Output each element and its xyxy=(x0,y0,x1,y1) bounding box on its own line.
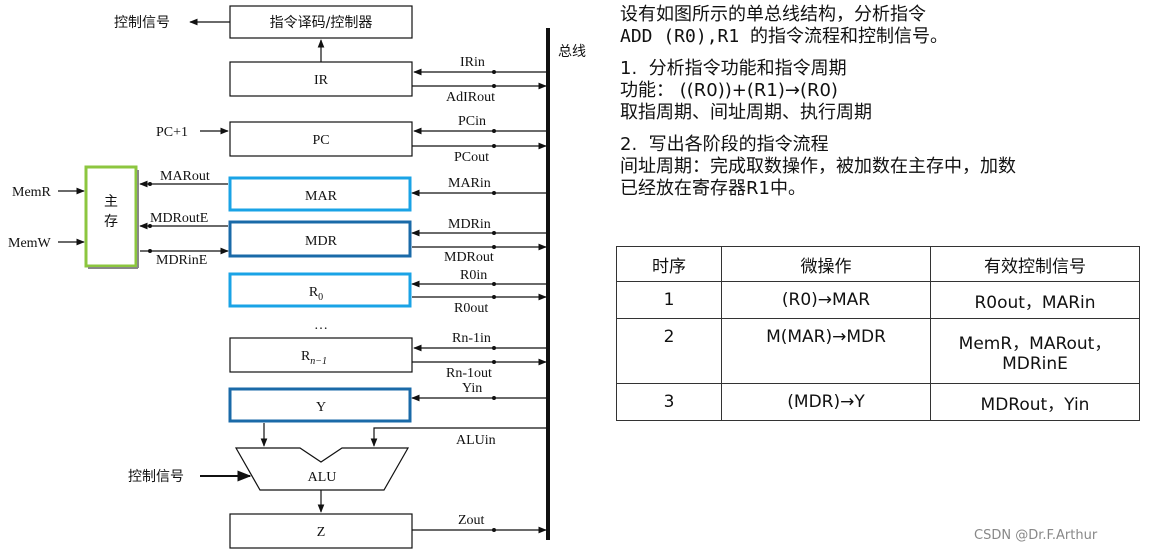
mdr-label: MDR xyxy=(305,234,338,249)
bus-label: 总线 xyxy=(558,44,586,60)
zout-signal: Zout xyxy=(458,513,485,528)
row-op: M(MAR)→MDR xyxy=(721,318,931,384)
row-op: (MDR)→Y xyxy=(721,383,931,421)
memw-signal: MemW xyxy=(8,236,52,251)
section2-heading: 2. 写出各阶段的指令流程 xyxy=(620,134,829,155)
row-seq: 3 xyxy=(616,383,722,421)
row-signals-line1: MemR，MARout， xyxy=(958,333,1112,354)
header-seq: 时序 xyxy=(616,246,722,282)
adirout-signal: AdIRout xyxy=(446,90,495,105)
section2-desc-2: 已经放在寄存器R1中。 xyxy=(620,178,806,199)
section1-heading: 1. 分析指令功能和指令周期 xyxy=(620,58,847,79)
y-label: Y xyxy=(316,400,326,415)
explanation-panel: 设有如图所示的单总线结构，分析指令 ADD (R0),R1 的指令流程和控制信号… xyxy=(620,4,1140,200)
ir-label: IR xyxy=(314,73,329,88)
rn-label: Rn−1 xyxy=(301,349,327,367)
watermark: CSDN @Dr.F.Arthur xyxy=(974,528,1098,543)
section2-desc-1: 间址周期：完成取数操作，被加数在主存中，加数 xyxy=(620,156,1016,177)
table-header-row: 时序 微操作 有效控制信号 xyxy=(616,246,1140,282)
row-signals: R0out，MARin xyxy=(930,281,1140,319)
ellipsis: … xyxy=(314,318,328,333)
main-memory xyxy=(84,165,138,268)
mdrine-signal: MDRinE xyxy=(156,253,207,268)
alu-unit xyxy=(234,447,410,491)
yin-signal: Yin xyxy=(462,381,482,396)
marout-signal: MARout xyxy=(160,169,210,184)
mdrin-signal: MDRin xyxy=(448,217,491,232)
mdroute-signal: MDRoutE xyxy=(150,211,208,226)
pcout-signal: PCout xyxy=(454,150,489,165)
rnout-signal: Rn-1out xyxy=(446,366,492,381)
memr-signal: MemR xyxy=(12,185,52,200)
controller-box xyxy=(229,5,413,39)
section1-cycles: 取指周期、间址周期、执行周期 xyxy=(620,102,872,123)
pcin-signal: PCin xyxy=(458,114,486,129)
table-row: 3 (MDR)→Y MDRout，Yin xyxy=(616,383,1140,421)
marin-signal: MARin xyxy=(448,176,491,191)
ir-register xyxy=(229,61,413,97)
table-row: 2 M(MAR)→MDR MemR，MARout， MDRinE xyxy=(616,318,1140,384)
z-label: Z xyxy=(317,525,326,540)
row-signals-line2: MDRinE xyxy=(1002,353,1068,374)
memory-label-2: 存 xyxy=(104,214,118,230)
r0-label: R0 xyxy=(309,285,323,303)
r0out-signal: R0out xyxy=(454,301,488,316)
memory-label-1: 主 xyxy=(104,194,118,210)
row-op: (R0)→MAR xyxy=(721,281,931,319)
aluin-signal: ALUin xyxy=(456,433,496,448)
row-signals: MemR，MARout， MDRinE xyxy=(930,318,1140,384)
rn-register xyxy=(229,337,413,373)
section1-function: 功能： ((R0))+(R1)→(R0) xyxy=(620,80,838,101)
y-register xyxy=(228,387,412,423)
mdr-register xyxy=(228,220,412,258)
mar-register xyxy=(228,176,412,212)
header-op: 微操作 xyxy=(721,246,931,282)
mar-label: MAR xyxy=(305,189,338,204)
table-row: 1 (R0)→MAR R0out，MARin xyxy=(616,281,1140,319)
pc-label: PC xyxy=(312,133,329,148)
mdrout-signal: MDRout xyxy=(444,250,494,265)
bus-architecture-diagram: 总线 指令译码/控制器 控制信号 IR IRin AdIRout PC PC+1… xyxy=(8,5,586,549)
pc-plus1-signal: PC+1 xyxy=(156,125,188,140)
r0in-signal: R0in xyxy=(460,268,487,283)
controller-label: 指令译码/控制器 xyxy=(270,15,373,31)
question-line-1: 设有如图所示的单总线结构，分析指令 xyxy=(620,4,926,25)
question-line-2: ADD (R0),R1 的指令流程和控制信号。 xyxy=(620,26,949,47)
control-signal-top-label: 控制信号 xyxy=(114,15,170,31)
r0-register xyxy=(228,272,412,308)
micro-op-table: 时序 微操作 有效控制信号 1 (R0)→MAR R0out，MARin 2 M… xyxy=(616,246,1140,421)
row-seq: 1 xyxy=(616,281,722,319)
row-seq: 2 xyxy=(616,318,722,384)
alu-label: ALU xyxy=(308,470,337,485)
irin-signal: IRin xyxy=(460,55,485,70)
header-signals: 有效控制信号 xyxy=(930,246,1140,282)
z-register xyxy=(229,513,413,549)
rnin-signal: Rn-1in xyxy=(452,331,491,346)
control-signal-alu-label: 控制信号 xyxy=(128,469,184,485)
row-signals: MDRout，Yin xyxy=(930,383,1140,421)
pc-register xyxy=(229,121,413,157)
